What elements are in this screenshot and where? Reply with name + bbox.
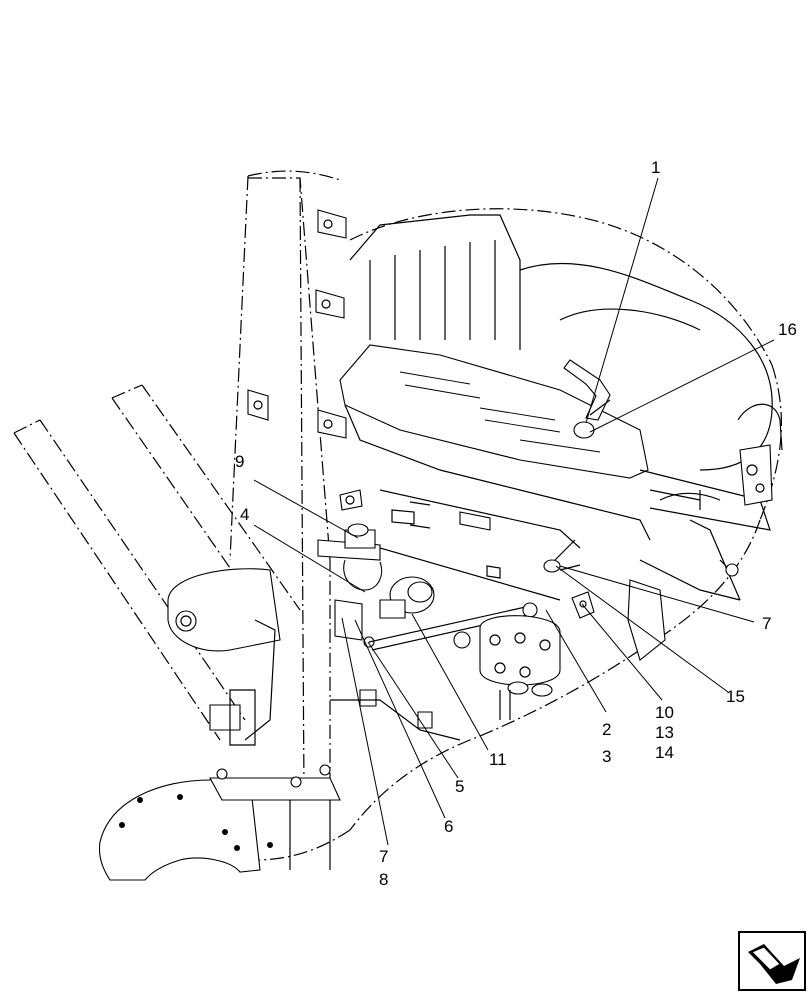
valve-block: [453, 615, 561, 720]
right-frame-details: [627, 444, 773, 661]
callout-16: 16: [778, 320, 797, 339]
callout-14: 14: [655, 743, 674, 762]
callout-4: 4: [240, 505, 250, 524]
left-pivot-arm: [167, 568, 281, 746]
callout-2: 2: [602, 720, 612, 739]
cab-phantom-outline: [229, 170, 782, 861]
control-lever: [563, 359, 611, 439]
callout-7-right: 7: [762, 614, 772, 633]
callout-10: 10: [655, 703, 674, 722]
callout-1: 1: [651, 158, 661, 177]
frame-post: [247, 177, 347, 791]
callout-11: 11: [489, 750, 507, 769]
callout-6: 6: [444, 817, 454, 836]
axle-housing: [98, 689, 461, 881]
platform-plate: [339, 344, 651, 541]
hydraulic-lines-phantom: [13, 384, 301, 741]
callout-13: 13: [655, 723, 674, 742]
leader-lines: [253, 177, 775, 846]
linkage-assembly: [317, 489, 595, 651]
callout-15: 15: [726, 687, 745, 706]
callout-5: 5: [455, 777, 465, 796]
direction-arrow-icon[interactable]: [738, 931, 806, 991]
callout-3: 3: [602, 747, 612, 766]
callout-9: 9: [235, 452, 245, 471]
callout-8: 8: [379, 870, 389, 889]
callout-7-bottom: 7: [379, 847, 389, 866]
